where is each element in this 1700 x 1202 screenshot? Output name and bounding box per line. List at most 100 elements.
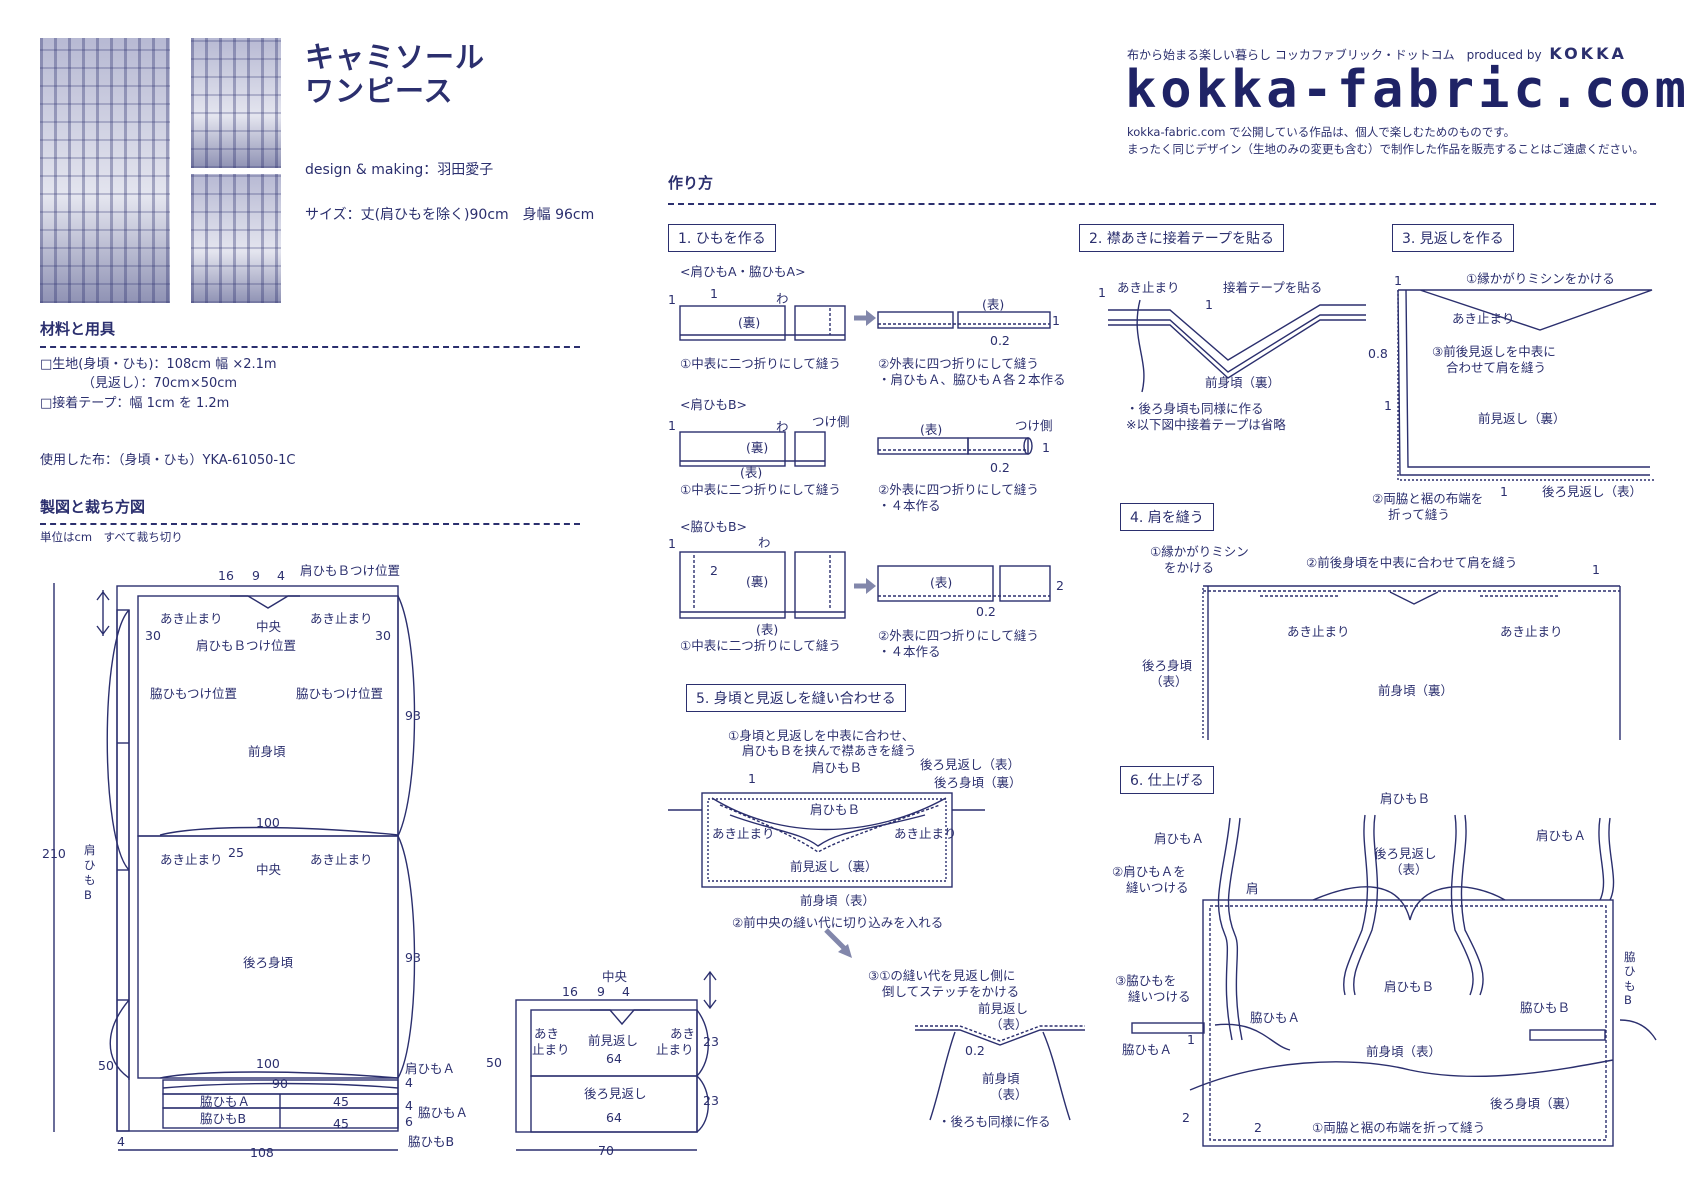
diagram-label: ①中表に二つ折りにして縫う bbox=[680, 482, 841, 497]
diagram-label: ・４本作る bbox=[878, 498, 941, 513]
diagram-label: 脇ひもＡ bbox=[1122, 1042, 1172, 1057]
diagram-shape bbox=[915, 1025, 1085, 1042]
diagram-label: （表） bbox=[1150, 674, 1188, 689]
diagram-label: 中央 bbox=[602, 969, 628, 984]
tagline-text: 布から始まる楽しい暮らし コッカファブリック・ドットコム produced by bbox=[1127, 48, 1542, 62]
strap-strip bbox=[116, 609, 130, 1132]
site-logo: kokka-fabric.com bbox=[1125, 60, 1690, 120]
diagram-label: 肩ひもＢつけ位置 bbox=[196, 638, 296, 653]
diagram-label: あき止まり bbox=[310, 611, 373, 626]
diagram-label: 接着テープを貼る bbox=[1223, 280, 1322, 295]
side-strap-a-outline bbox=[162, 1079, 399, 1095]
diagram-shape bbox=[590, 1009, 650, 1026]
diagram-shape bbox=[794, 551, 846, 619]
diagram-shape bbox=[794, 305, 846, 341]
diagram-label: 前見返し（裏） bbox=[1478, 411, 1566, 426]
diagram-shape bbox=[1042, 1031, 1071, 1121]
notice-line1: kokka-fabric.com で公開している作品は、個人で楽しむためのもので… bbox=[1127, 125, 1516, 139]
diagram-shape bbox=[794, 431, 826, 467]
diagram-label: 1 bbox=[668, 292, 676, 307]
diagram-shape bbox=[1397, 290, 1656, 481]
diagram-label: 前身頃（表） bbox=[800, 893, 875, 908]
diagram-label: （表） bbox=[1390, 862, 1428, 877]
diagram-label: あき止まり bbox=[160, 611, 223, 626]
diagram-label: 93 bbox=[405, 950, 421, 965]
step6-label: 6. 仕上げる bbox=[1120, 766, 1214, 794]
diagram-label: あき bbox=[534, 1026, 559, 1041]
diagram-label: 脇ひもＡ bbox=[1250, 1010, 1300, 1025]
diagram-label: ①縁かがりミシン bbox=[1150, 544, 1249, 559]
diagram-label: 脇ひもつけ位置 bbox=[150, 686, 237, 701]
diagram-label: 0.2 bbox=[990, 333, 1010, 348]
diagram-label: (表) bbox=[740, 465, 762, 480]
diagram-shape bbox=[397, 595, 416, 837]
diagram-label: ②肩ひもＡを bbox=[1112, 864, 1186, 879]
diagram-label: 脇ひもＡ bbox=[418, 1105, 468, 1120]
size-info: サイズ：丈(肩ひもを除く)90cm 身幅 96cm bbox=[305, 207, 595, 223]
diagram-label: 前身頃 bbox=[248, 744, 286, 759]
diagram-label: 前身頃 bbox=[982, 1071, 1020, 1086]
diagram-label: わ bbox=[776, 291, 789, 306]
diagram-label: ・肩ひもＡ、脇ひもＡ各２本作る bbox=[878, 372, 1066, 387]
diagram-shape bbox=[1217, 817, 1233, 1041]
diagram-label: 肩ひもＢ bbox=[1384, 979, 1434, 994]
diagram-label: つけ側 bbox=[812, 414, 850, 429]
title-line1: キャミソール bbox=[305, 40, 486, 74]
diagram-label: 4 bbox=[277, 568, 285, 583]
diagram-label: 1 bbox=[1500, 484, 1508, 499]
diagram-shape bbox=[1353, 814, 1379, 996]
materials-line1: □生地(身頃・ひも)：108cm 幅 ×2.1m bbox=[40, 357, 277, 372]
diagram-label: ①両脇と裾の布端を折って縫う bbox=[1312, 1120, 1485, 1135]
diagram-label: 脇ひもB bbox=[408, 1134, 454, 1149]
diagram-label: ②両脇と裾の布端を bbox=[1372, 491, 1483, 506]
diagram-label: 倒してステッチをかける bbox=[882, 984, 1019, 999]
credit: design & making：羽田愛子 bbox=[305, 162, 494, 178]
diagram-shape bbox=[999, 565, 1051, 602]
diagram-label: あき止まり bbox=[1287, 624, 1350, 639]
diagram-shape bbox=[1619, 1019, 1657, 1041]
diagram-shape bbox=[1460, 814, 1484, 996]
diagram-label: ①身頃と見返しを中表に合わせ、 bbox=[728, 728, 914, 743]
diagram-label: 後ろ身頃（裏） bbox=[1490, 1096, 1578, 1111]
diagram-label: 100 bbox=[256, 1056, 280, 1071]
diagram-label: 16 bbox=[562, 984, 578, 999]
diagram-label: ①中表に二つ折りにして縫う bbox=[680, 356, 841, 371]
diagram-shape bbox=[729, 814, 926, 847]
diagram-label: 肩ひもＢ bbox=[810, 802, 860, 817]
diagram-label: 肩ひもＡ bbox=[1536, 828, 1586, 843]
diagram-label: 前身頃（表） bbox=[1366, 1044, 1441, 1059]
diagram-shape bbox=[967, 437, 1029, 455]
diagram-shape bbox=[679, 431, 786, 467]
diagram-label: 前見返し bbox=[978, 1001, 1028, 1016]
diagram-shape bbox=[1108, 314, 1366, 373]
diagram-shape bbox=[159, 826, 399, 836]
diagram-label: 後ろ見返し（表） bbox=[1542, 484, 1642, 499]
diagram-label: 2 bbox=[1182, 1110, 1190, 1125]
model-photo-side bbox=[191, 174, 281, 303]
back-body-outline bbox=[137, 835, 399, 1079]
diagram-shape bbox=[109, 999, 130, 1079]
diagram-label: 93 bbox=[405, 708, 421, 723]
diagram-label: あき止まり bbox=[894, 826, 957, 841]
diagram-shape bbox=[824, 928, 848, 952]
diagram-shape bbox=[1529, 1029, 1606, 1041]
diagram-label: 後ろ身頃 bbox=[243, 955, 294, 970]
diagram-shape bbox=[1343, 814, 1369, 996]
diagram-label: 1 bbox=[1592, 562, 1600, 577]
diagram-label: 1 bbox=[1384, 398, 1392, 413]
title-line2: ワンピース bbox=[305, 74, 454, 109]
pattern-divider bbox=[40, 523, 580, 525]
header-tagline: 布から始まる楽しい暮らし コッカファブリック・ドットコム produced by… bbox=[1127, 43, 1627, 65]
diagram-label: 1 bbox=[1098, 285, 1106, 300]
diagram-label: 縫いつける bbox=[1126, 880, 1189, 895]
diagram-shape bbox=[106, 609, 130, 871]
diagram-shape bbox=[877, 437, 969, 455]
diagram-label: つけ側 bbox=[1015, 418, 1053, 433]
diagram-label: あき止まり bbox=[1117, 280, 1180, 295]
diagram-label: 9 bbox=[597, 984, 605, 999]
diagram-label: (表) bbox=[982, 297, 1004, 312]
diagram-shape bbox=[1108, 319, 1366, 379]
diagram-shape bbox=[1312, 886, 1506, 921]
model-photo-main bbox=[40, 38, 170, 303]
diagram-label: あき止まり bbox=[1452, 311, 1515, 326]
